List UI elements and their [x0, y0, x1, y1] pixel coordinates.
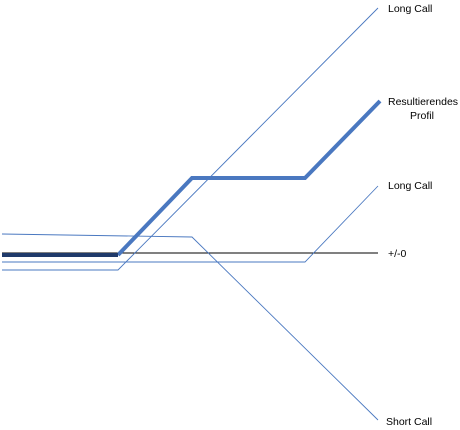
- label-long-call-1: Long Call: [388, 3, 432, 15]
- label-resultierendes-line1: Resultierendes: [388, 96, 458, 108]
- label-zero: +/-0: [388, 248, 407, 260]
- label-long-call-2: Long Call: [388, 180, 432, 192]
- long-call-line-1: [2, 7, 379, 271]
- long-call-line-2: [2, 185, 379, 263]
- resulting-profile-line: [116, 99, 382, 257]
- label-resultierendes-line2: Profil: [410, 110, 434, 122]
- short-call-line: [1, 233, 379, 421]
- label-short-call: Short Call: [386, 416, 432, 428]
